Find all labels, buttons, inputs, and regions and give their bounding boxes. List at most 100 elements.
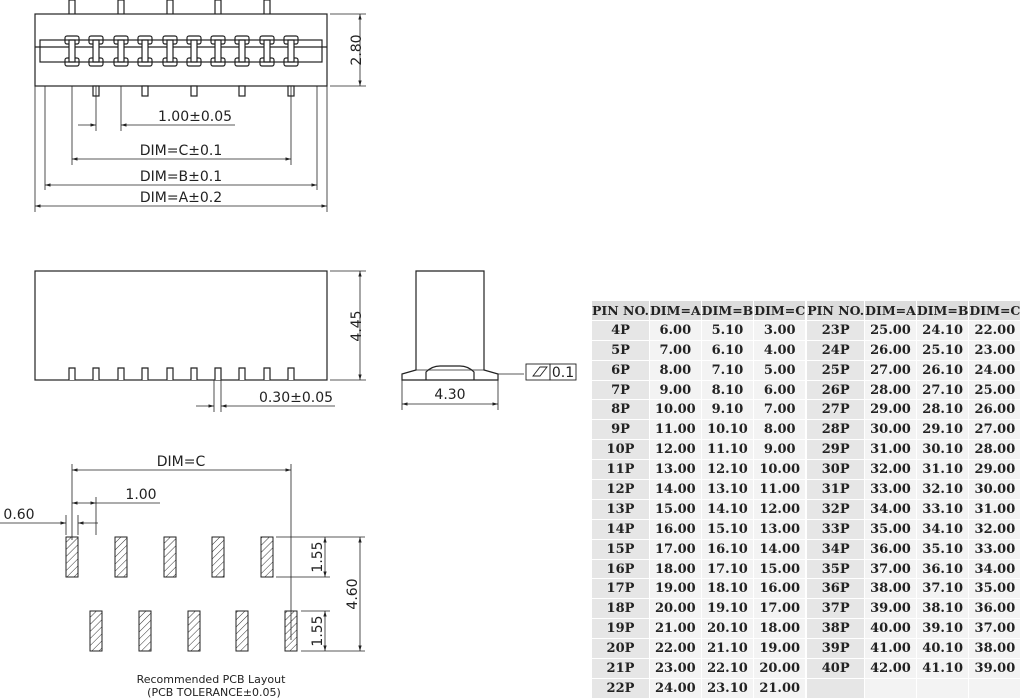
dimension-cell: 32.10 <box>915 479 970 500</box>
pin-cell: 28P <box>805 419 866 441</box>
pin-cell: 36P <box>805 578 866 600</box>
pin-cell: 14P <box>591 518 650 540</box>
pcb-caption-title: Recommended PCB Layout <box>137 673 287 686</box>
dimension-cell: 15.10 <box>700 518 755 540</box>
pin-cell: 26P <box>805 379 866 401</box>
pin-cell: 21P <box>591 658 650 679</box>
pin-cell: 4P <box>591 319 650 341</box>
column-header: DIM=C <box>753 300 807 321</box>
dimension-cell: 38.00 <box>864 578 917 600</box>
dimension-cell: 24.00 <box>648 677 702 699</box>
pcb-pad-upper <box>211 536 225 578</box>
top-contact-pin <box>214 39 222 63</box>
dimension-cell: 15.00 <box>648 498 702 520</box>
dimension-cell: 27.00 <box>968 419 1021 441</box>
dimension-cell: 24.10 <box>915 319 970 341</box>
column-header: DIM=A <box>864 300 917 321</box>
pin-cell: 23P <box>805 319 866 341</box>
dimension-cell: 10.00 <box>753 459 807 481</box>
dimension-cell: 38.10 <box>915 598 970 620</box>
dimension-cell: 26.00 <box>864 339 917 361</box>
top-height-label: 2.80 <box>349 34 365 65</box>
pcb-pad-lower <box>138 610 152 652</box>
pin-cell: 40P <box>805 658 866 679</box>
dimension-cell: 22.00 <box>968 319 1021 341</box>
side-pin <box>141 367 149 380</box>
end-view-body <box>401 270 499 381</box>
dimension-cell: 11.10 <box>700 439 755 461</box>
dimension-cell: 30.00 <box>864 419 917 441</box>
dimension-cell: 10.00 <box>648 399 702 421</box>
pin-cell: 5P <box>591 339 650 361</box>
top-dim-a-label: DIM=A±0.2 <box>140 190 222 206</box>
column-header: PIN NO. <box>591 300 650 321</box>
pcb-layout <box>0 464 365 652</box>
dimension-cell: 36.10 <box>915 558 970 580</box>
dimension-cell: 39.10 <box>915 618 970 640</box>
dimension-cell: 18.10 <box>700 578 755 600</box>
pcb-pads <box>65 536 298 652</box>
pcb-pad-upper <box>114 536 128 578</box>
dimension-cell: 25.00 <box>864 319 917 341</box>
top-contact-pin <box>190 39 198 63</box>
dimension-cell: 6.00 <box>648 319 702 341</box>
dimension-cell: 21.00 <box>753 677 807 699</box>
dimension-cell: 28.00 <box>968 439 1021 461</box>
dimension-cell: 35.10 <box>915 538 970 560</box>
pin-cell: 25P <box>805 359 866 381</box>
pcb-row-span-label: 4.60 <box>345 578 361 609</box>
dimension-cell: 3.00 <box>753 319 807 341</box>
pin-cell: 11P <box>591 459 650 481</box>
top-contact-pin <box>238 39 246 63</box>
pcb-pad-upper <box>163 536 177 578</box>
dimension-cell: 37.10 <box>915 578 970 600</box>
dimension-cell: 19.00 <box>753 638 807 660</box>
dimension-cell: 38.00 <box>968 638 1021 660</box>
dimension-cell: 39.00 <box>968 658 1021 679</box>
dimension-cell: 40.00 <box>864 618 917 640</box>
pin-cell: 37P <box>805 598 866 620</box>
side-pin <box>117 367 125 380</box>
dimension-cell: 21.00 <box>648 618 702 640</box>
flatness-icon <box>532 366 548 377</box>
pin-cell: 15P <box>591 538 650 560</box>
dimension-cell: 33.10 <box>915 498 970 520</box>
dimension-cell: 26.10 <box>915 359 970 381</box>
top-contact-pin <box>141 39 149 63</box>
dimension-cell: 17.00 <box>753 598 807 620</box>
top-contact-pin <box>117 39 125 63</box>
pin-cell: 30P <box>805 459 866 481</box>
top-contact-pin <box>263 39 271 63</box>
dimension-cell: 12.10 <box>700 459 755 481</box>
pin-cell: 9P <box>591 419 650 441</box>
top-lower-pin <box>190 85 198 97</box>
pin-cell: 32P <box>805 498 866 520</box>
pin-cell: 39P <box>805 638 866 660</box>
dimension-cell: 16.10 <box>700 538 755 560</box>
side-pin <box>238 367 246 380</box>
dimension-cell: 6.00 <box>753 379 807 401</box>
side-pin <box>263 367 271 380</box>
pin-cell: 38P <box>805 618 866 640</box>
pin-cell <box>805 677 866 699</box>
dimension-cell: 31.00 <box>968 498 1021 520</box>
pcb-pad-upper <box>260 536 274 578</box>
dimension-cell: 40.10 <box>915 638 970 660</box>
side-pin <box>68 367 76 380</box>
dimension-cell: 34.00 <box>968 558 1021 580</box>
top-dim-c-label: DIM=C±0.1 <box>140 143 223 159</box>
pin-cell: 29P <box>805 439 866 461</box>
side-pin-width-label: 0.30±0.05 <box>259 390 333 406</box>
pin-cell: 22P <box>591 677 650 699</box>
end-view-slot <box>425 365 475 380</box>
